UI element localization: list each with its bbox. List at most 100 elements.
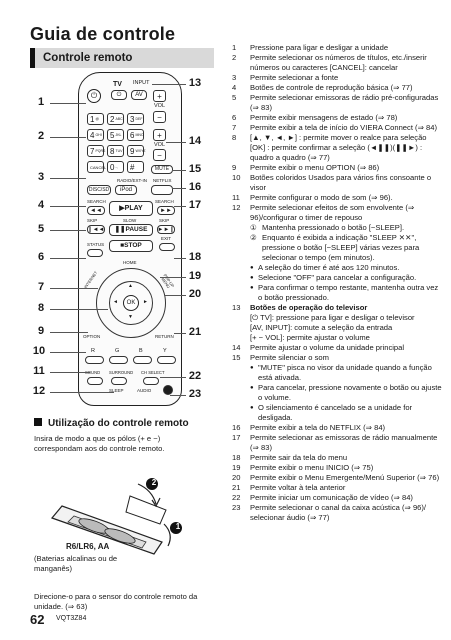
list-bullet: A seleção do timer é até aos 120 minutos…: [250, 263, 442, 273]
pause-button: ❚❚PAUSE: [109, 224, 153, 236]
power-button: ⏻: [87, 89, 101, 103]
stop-button: ■STOP: [109, 240, 153, 252]
list-bullet: "MUTE" pisca no visor da unidade quando …: [250, 363, 442, 383]
leader-14: [166, 142, 186, 143]
netflix-label: NETFLIX: [153, 178, 172, 183]
callout-12: 12: [32, 385, 46, 397]
leader-13: [152, 84, 186, 85]
skip-left-label: SKIP: [87, 218, 98, 223]
callout-16: 16: [188, 181, 202, 193]
arrow-down-icon: ▼: [128, 314, 133, 320]
surround-label: SURROUND: [109, 370, 134, 375]
battery-type: R6/LR6, AA: [66, 542, 110, 551]
slow-label: SLOW: [123, 218, 137, 223]
list-bullet: Para cancelar, pressione novamente o bot…: [250, 383, 442, 403]
leader-7: [50, 288, 98, 289]
callout-20: 20: [188, 288, 202, 300]
leader-9: [50, 332, 88, 333]
list-bullet: O silenciamento é cancelado se a unidade…: [250, 403, 442, 423]
callout-10: 10: [32, 345, 46, 357]
vol-label: VOL: [154, 142, 166, 148]
skip-forward-button: ►►❙: [157, 225, 175, 234]
list-bullet: Para confirmar o tempo restante, mantenh…: [250, 283, 442, 303]
option-label: OPTION: [83, 334, 101, 339]
leader-6: [50, 258, 86, 259]
ipod-button: iPod: [115, 185, 137, 195]
exit-button: [159, 243, 175, 251]
callout-22: 22: [188, 370, 202, 382]
skip-back-button: ❙◄◄: [87, 225, 105, 234]
play-button: ▶PLAY: [109, 201, 153, 216]
mute-button: MUTE: [151, 165, 173, 174]
surround-button: [111, 377, 127, 385]
cancel-key: CANCEL: [87, 161, 106, 173]
callout-5: 5: [37, 223, 45, 235]
sleep-label: SLEEP: [109, 388, 124, 393]
leader-19: [160, 277, 186, 278]
sensor-note: Direcione-o para o sensor do controle re…: [34, 592, 198, 611]
leader-8: [50, 309, 108, 310]
leader-15: [172, 170, 186, 171]
internet-label: INTERNET: [82, 270, 99, 290]
callout-1: 1: [37, 96, 45, 108]
leader-18: [174, 258, 186, 259]
av-button: AV: [131, 90, 147, 100]
vol-minus-button: −: [153, 149, 166, 161]
video-call-button: [163, 385, 173, 395]
callout-4: 4: [37, 199, 45, 211]
tv-vol-label: VOL: [154, 103, 166, 109]
callout-15: 15: [188, 163, 202, 175]
callout-14: 14: [188, 135, 202, 147]
red-key: [85, 356, 104, 364]
step-1-marker: 1: [175, 522, 181, 531]
tv-power-button: ⏻: [111, 90, 127, 100]
leader-10: [50, 352, 86, 353]
sound-label: SOUND: [85, 370, 101, 375]
color-key-y-label: Y: [163, 348, 167, 354]
return-label: RETURN: [155, 334, 174, 339]
doc-code: VQT3Z84: [56, 615, 87, 622]
skip-right-label: SKIP: [159, 218, 170, 223]
battery-insertion-illustration: [50, 478, 182, 555]
blue-key: [133, 356, 152, 364]
callout-6: 6: [37, 251, 45, 263]
remote-usage-heading: Utilização do controle remoto: [34, 418, 189, 429]
arrow-up-icon: ▲: [128, 283, 133, 289]
leader-1: [50, 103, 86, 104]
battery-note: (Baterias alcalinas ou de manganês): [34, 554, 118, 573]
leader-20: [164, 295, 186, 296]
leader-16: [172, 188, 186, 189]
heading-square-icon: [34, 418, 42, 426]
search-right-label: SEARCH: [155, 199, 174, 204]
num-key-1: 1@: [87, 113, 104, 125]
leader-5: [50, 230, 86, 231]
callout-19: 19: [188, 270, 202, 282]
ch-select-label: CH SELECT: [141, 370, 165, 375]
list-bullet: Selecione "OFF" para cancelar a configur…: [250, 273, 442, 283]
color-key-r-label: R: [91, 348, 95, 354]
leader-11: [50, 372, 90, 373]
